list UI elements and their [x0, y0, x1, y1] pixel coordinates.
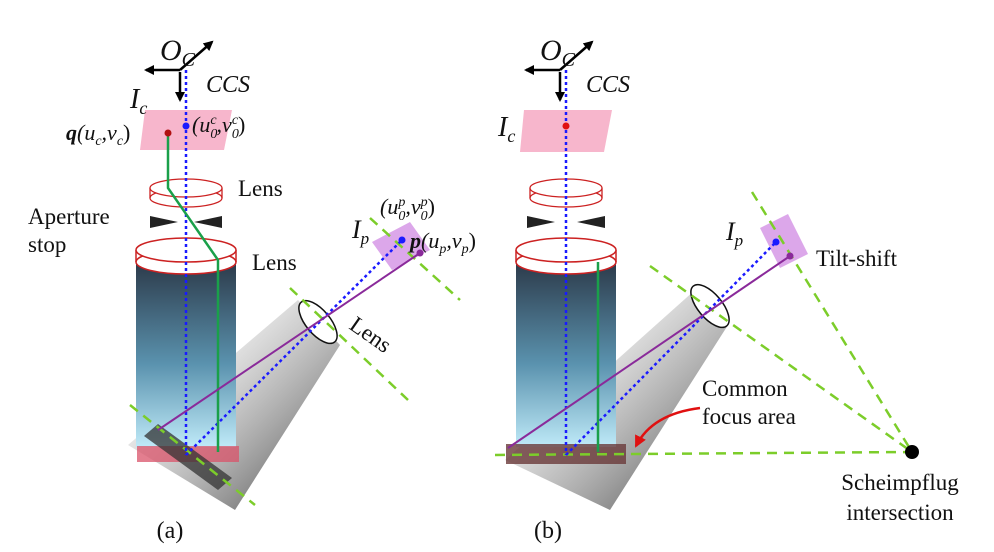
camera-coordinate-frame	[144, 40, 214, 102]
camera-principal-label: (u0c,v0c)	[192, 112, 245, 142]
frame-name-label-b: CCS	[586, 72, 630, 98]
focus-annotation-arrow	[634, 406, 701, 448]
projector-point-p	[416, 249, 424, 257]
common-focus-label-line2: focus area	[702, 404, 796, 429]
projector-point-b	[786, 252, 794, 260]
camera-lens-small-b	[529, 178, 603, 198]
scheimpflug-label-line2: intersection	[846, 500, 954, 525]
scheimpflug-point	[905, 445, 919, 459]
frame-origin-label-b: OC	[540, 34, 576, 71]
projector-ray-b	[507, 255, 791, 449]
scheimpflug-focus-line	[494, 450, 913, 457]
aperture-label-line1: Aperture	[28, 204, 110, 229]
frame-origin-label: OC	[160, 34, 196, 71]
camera-coordinate-frame-b	[524, 40, 594, 102]
camera-image-label: Ic	[129, 84, 147, 118]
lens-label-3: Lens	[345, 312, 396, 358]
tilt-shift-label: Tilt-shift	[816, 246, 898, 271]
focus-plane-guide	[129, 404, 256, 506]
aperture-stop-b	[527, 216, 555, 228]
camera-principal-point	[182, 122, 190, 130]
camera-lens-small	[149, 178, 223, 198]
lens-label-2: Lens	[252, 250, 297, 275]
projector-ray	[157, 252, 421, 431]
projector-image-label-b: Ip	[725, 217, 743, 250]
aperture-stop	[150, 216, 178, 228]
aperture-label-line2: stop	[28, 232, 66, 257]
panel-a: OC CCS Ic q(uc,vc) (u0c,v0c) Lens Apertu…	[28, 34, 476, 544]
point-p-label: p(up,vp)	[408, 228, 476, 257]
image-plane-guide	[369, 217, 461, 301]
camera-ray	[166, 133, 220, 452]
projector-optical-axis-b	[565, 241, 777, 456]
scheimpflug-label-line1: Scheimpflug	[841, 470, 959, 495]
panel-b: OC CCS Ic Ip Tilt-shift Common focus are…	[494, 34, 959, 544]
caption-b: (b)	[534, 518, 562, 544]
projector-principal-point	[398, 236, 406, 244]
projector-focus-plane	[144, 424, 232, 490]
common-focus-label-line1: Common	[702, 376, 788, 401]
projector-principal-label: (u0p,v0p)	[380, 194, 435, 224]
frame-name-label: CCS	[206, 72, 250, 98]
projector-image-plane-b	[760, 214, 808, 268]
camera-image-label-b: Ic	[497, 112, 515, 146]
camera-point-q	[164, 129, 172, 137]
caption-a: (a)	[157, 518, 184, 544]
scheimpflug-lens-line	[649, 264, 913, 454]
projector-optical-axis	[185, 239, 403, 456]
projector-principal-point-b	[772, 238, 780, 246]
lens-label-1: Lens	[238, 176, 283, 201]
projector-image-label: Ip	[351, 215, 369, 248]
point-q-label: q(uc,vc)	[66, 120, 130, 149]
